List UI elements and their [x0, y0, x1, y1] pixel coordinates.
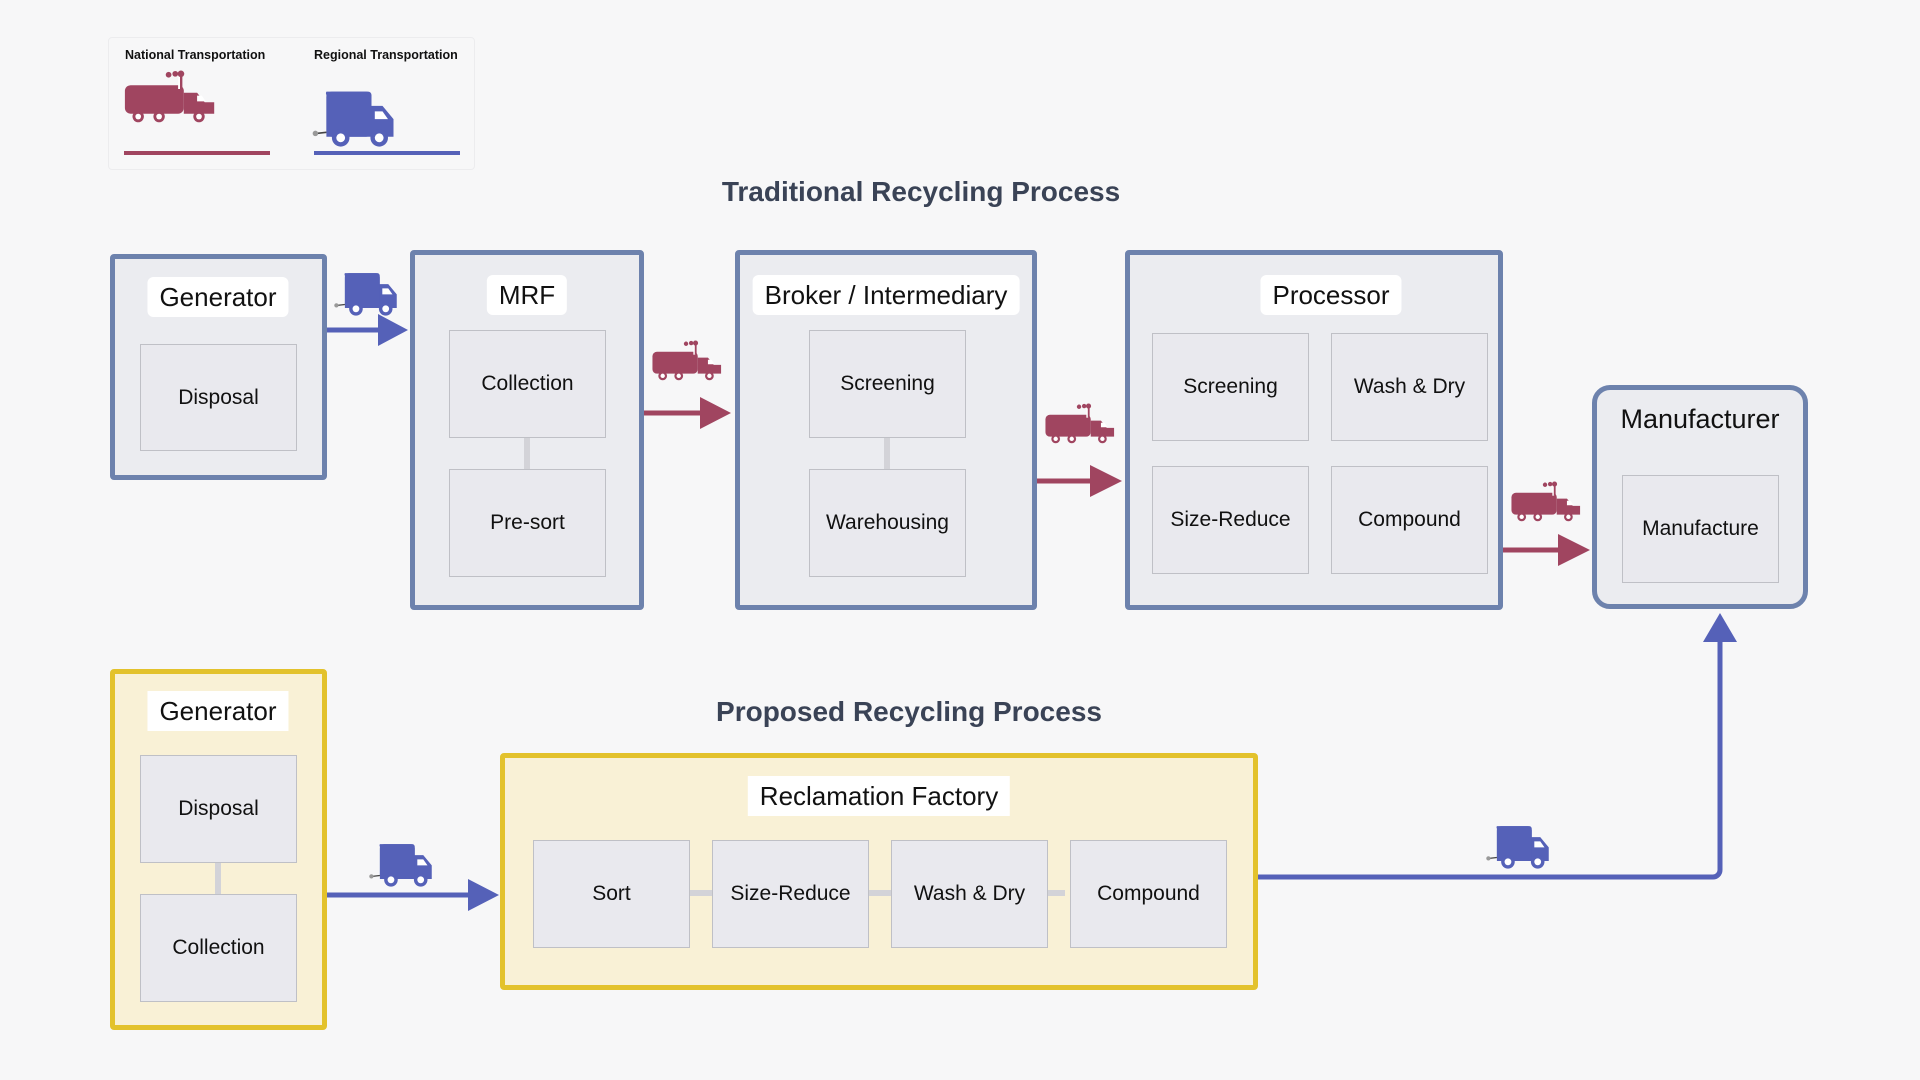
- step-warehousing: Warehousing: [809, 469, 966, 577]
- step-screening: Screening: [809, 330, 966, 438]
- delivery-truck-icon: [311, 85, 399, 151]
- step-connector: [215, 863, 221, 894]
- delivery-truck-icon: [333, 268, 401, 319]
- step-collection: Collection: [140, 894, 297, 1002]
- smoking-truck-icon: [123, 70, 218, 127]
- stage-label: MRF: [486, 275, 568, 315]
- step-disposal: Disposal: [140, 755, 297, 863]
- step-connector: [524, 438, 530, 469]
- stage-mrf: MRF Collection Pre-sort: [410, 250, 644, 610]
- arrow-mrf-to-broker: [644, 397, 731, 429]
- smoking-truck-icon: [1044, 403, 1117, 447]
- legend-label-national: National Transportation: [125, 48, 266, 62]
- legend-line-regional: [314, 151, 460, 155]
- stage-label: Generator: [147, 277, 289, 317]
- legend-label-regional: Regional Transportation: [314, 48, 458, 62]
- legend-line-national: [124, 151, 270, 155]
- stage-generator-traditional: Generator Disposal: [110, 254, 327, 480]
- stage-broker: Broker / Intermediary Screening Warehous…: [735, 250, 1037, 610]
- step-sort: Sort: [533, 840, 690, 948]
- stage-label: Processor: [1260, 275, 1402, 315]
- step-pre-sort: Pre-sort: [449, 469, 606, 577]
- stage-processor: Processor Screening Wash & Dry Size-Redu…: [1125, 250, 1503, 610]
- step-wash-dry: Wash & Dry: [1331, 333, 1488, 441]
- arrow-processor-to-manufacturer: [1503, 534, 1590, 566]
- arrow-broker-to-processor: [1037, 465, 1122, 497]
- traditional-title: Traditional Recycling Process: [721, 176, 1121, 207]
- step-wash-dry: Wash & Dry: [891, 840, 1048, 948]
- step-size-reduce: Size-Reduce: [1152, 466, 1309, 574]
- stage-label: Reclamation Factory: [747, 776, 1011, 816]
- step-manufacture: Manufacture: [1622, 475, 1779, 583]
- proposed-title: Proposed Recycling Process: [716, 696, 1102, 727]
- step-size-reduce: Size-Reduce: [712, 840, 869, 948]
- step-compound: Compound: [1331, 466, 1488, 574]
- step-connector: [685, 890, 1065, 896]
- stage-label: Manufacturer: [1620, 404, 1780, 434]
- smoking-truck-icon: [1510, 481, 1583, 525]
- smoking-truck-icon: [651, 340, 724, 384]
- step-screening: Screening: [1152, 333, 1309, 441]
- step-connector: [884, 438, 890, 469]
- step-collection: Collection: [449, 330, 606, 438]
- stage-manufacturer: Manufacturer Manufacture: [1592, 385, 1808, 609]
- delivery-truck-icon: [368, 839, 436, 890]
- step-compound: Compound: [1070, 840, 1227, 948]
- stage-reclamation-factory: Reclamation Factory Sort Size-Reduce Was…: [500, 753, 1258, 990]
- delivery-truck-icon: [1485, 821, 1553, 872]
- stage-label: Generator: [147, 691, 289, 731]
- step-disposal: Disposal: [140, 344, 297, 451]
- stage-generator-proposed: Generator Disposal Collection: [110, 669, 327, 1030]
- legend: National Transportation Regional Transpo…: [108, 37, 475, 170]
- stage-label: Broker / Intermediary: [752, 275, 1020, 315]
